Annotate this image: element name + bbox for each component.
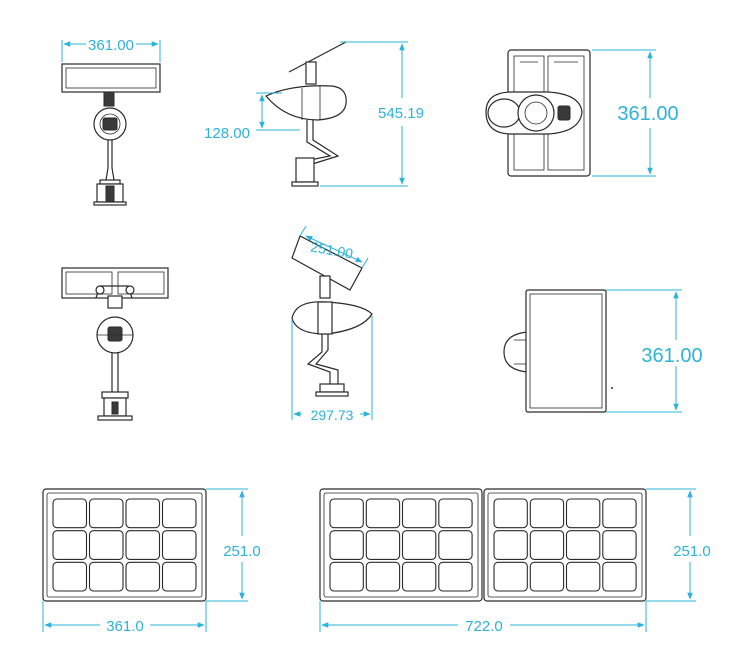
solar-cell bbox=[125, 561, 161, 592]
dim-double-width: 722.0 bbox=[465, 618, 503, 635]
solar-cell bbox=[365, 530, 401, 560]
solar-cell bbox=[401, 530, 437, 560]
solar-cell bbox=[602, 530, 637, 560]
solar-cell bbox=[401, 561, 437, 592]
solar-cell bbox=[88, 498, 124, 529]
front-view: 361.00 bbox=[61, 37, 161, 206]
solar-cell bbox=[565, 498, 601, 529]
solar-cell bbox=[401, 498, 437, 529]
solar-cell bbox=[438, 530, 473, 560]
solar-cell bbox=[329, 561, 364, 592]
solar-cell bbox=[52, 561, 88, 592]
solar-cell bbox=[125, 498, 161, 529]
dim-front-width: 361.00 bbox=[88, 37, 134, 54]
solar-cell bbox=[493, 530, 528, 560]
solar-cell bbox=[493, 561, 528, 592]
solar-panel-edge bbox=[61, 63, 161, 93]
panel-rear bbox=[61, 267, 169, 299]
solar-cell bbox=[529, 498, 565, 529]
single-solar-panel: 251.0 361.0 bbox=[42, 488, 261, 635]
solar-cell bbox=[602, 498, 637, 529]
solar-cell bbox=[493, 498, 528, 529]
top-view: 361.00 bbox=[485, 49, 679, 177]
solar-cell bbox=[52, 530, 88, 560]
dim-single-height: 251.0 bbox=[223, 543, 261, 560]
dim-top-width: 361.00 bbox=[617, 103, 678, 125]
dim-double-height: 251.0 bbox=[673, 543, 711, 560]
side-view-tilted: 251.00 297.73 bbox=[291, 225, 373, 423]
lamp-peek bbox=[503, 331, 529, 373]
solar-cell bbox=[161, 530, 197, 560]
solar-cell bbox=[565, 561, 601, 592]
dim-side-height: 545.19 bbox=[378, 105, 424, 122]
lamp-housing bbox=[265, 85, 347, 121]
solar-cell bbox=[52, 498, 88, 529]
solar-cell bbox=[329, 530, 364, 560]
solar-cell bbox=[329, 498, 364, 529]
solar-cell bbox=[529, 530, 565, 560]
dim-base-width: 297.73 bbox=[311, 407, 354, 423]
solar-cell bbox=[565, 530, 601, 560]
solar-cell bbox=[529, 561, 565, 592]
side-view: 545.19 128.00 bbox=[204, 41, 424, 187]
dim-single-width: 361.0 bbox=[106, 618, 144, 635]
solar-cell bbox=[161, 498, 197, 529]
solar-cell bbox=[438, 561, 473, 592]
solar-cell bbox=[438, 498, 473, 529]
solar-cell bbox=[365, 498, 401, 529]
double-solar-panel: 251.0 722.0 bbox=[319, 488, 711, 635]
rear-view bbox=[61, 267, 169, 421]
dim-arm-drop: 128.00 bbox=[204, 125, 250, 142]
solar-cell bbox=[602, 561, 637, 592]
dim-panel-width: 361.00 bbox=[641, 345, 702, 367]
solar-cell bbox=[88, 530, 124, 560]
solar-cell bbox=[125, 530, 161, 560]
dim-tilt-depth: 251.00 bbox=[309, 238, 354, 261]
solar-cell bbox=[161, 561, 197, 592]
panel-front-view: 361.00 bbox=[503, 289, 703, 413]
solar-cell bbox=[365, 561, 401, 592]
solar-cell bbox=[88, 561, 124, 592]
tilted-panel bbox=[288, 41, 347, 73]
